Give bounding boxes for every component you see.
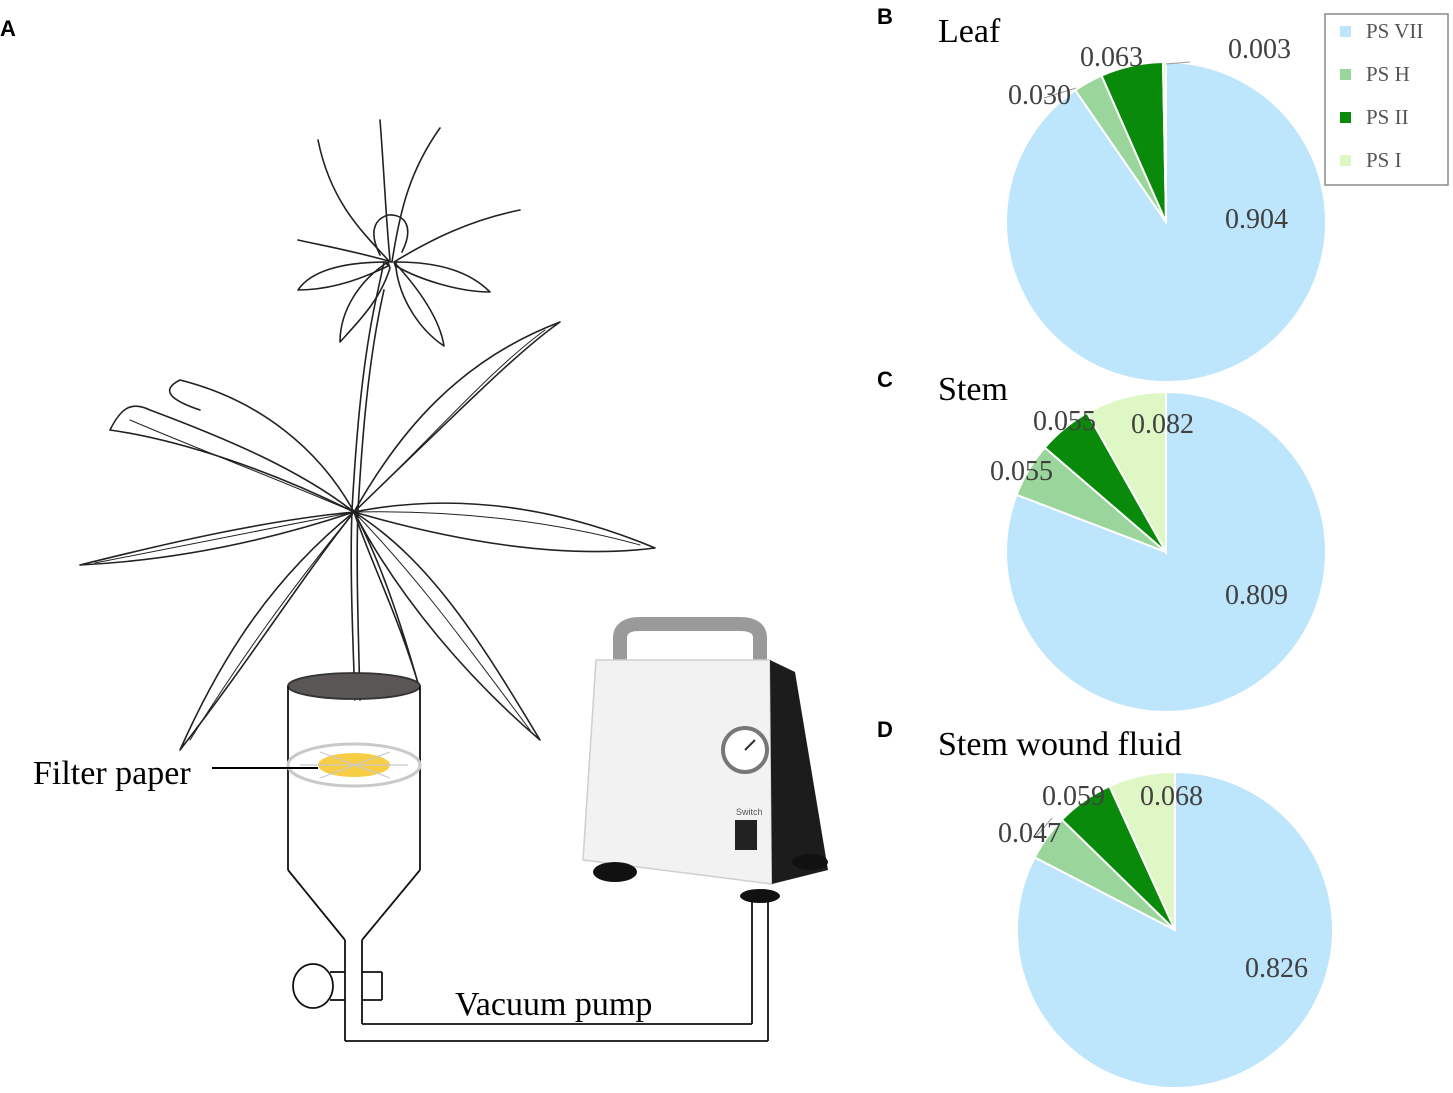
data-label: 0.055 xyxy=(990,456,1053,487)
legend-swatch xyxy=(1340,26,1351,37)
pie-title: Leaf xyxy=(938,13,1001,50)
data-label: 0.003 xyxy=(1228,34,1291,65)
filter-paper xyxy=(286,742,422,788)
pie-slice-ps-i xyxy=(1085,390,1167,556)
leader-line xyxy=(1043,87,1077,99)
legend-label: PS VII xyxy=(1366,19,1423,43)
plant-illustration xyxy=(79,119,656,751)
data-label: 0.082 xyxy=(1131,409,1194,440)
switch-text: Switch xyxy=(736,807,763,817)
legend-swatch xyxy=(1340,155,1351,166)
legend-swatch xyxy=(1340,112,1351,123)
data-label: 0.809 xyxy=(1225,580,1288,611)
data-label: 0.904 xyxy=(1225,204,1288,235)
data-label: 0.826 xyxy=(1245,953,1308,984)
data-label: 0.063 xyxy=(1080,42,1143,73)
filter-paper-label: Filter paper xyxy=(33,755,191,792)
legend-label: PS I xyxy=(1366,148,1402,172)
power-switch xyxy=(735,820,757,850)
panel-letter-d: D xyxy=(877,717,893,742)
pie-chart-leaf: Leaf 0.904 0.030 0.063 0.003 xyxy=(938,13,1328,383)
legend-label: PS II xyxy=(1366,105,1409,129)
panel-letter-c: C xyxy=(877,367,893,392)
pie-slice-ps-i xyxy=(1161,60,1167,223)
pie-title: Stem xyxy=(938,371,1008,408)
funnel-lid xyxy=(287,672,421,700)
legend-label: PS H xyxy=(1366,62,1410,86)
data-label: 0.055 xyxy=(1033,406,1096,437)
data-label: 0.059 xyxy=(1042,781,1105,812)
pie-chart-stem: Stem 0.809 0.055 0.055 0.082 xyxy=(938,371,1327,713)
pie-chart-stem-wound-fluid: Stem wound fluid 0.826 0.047 0.059 0.068 xyxy=(938,726,1334,1089)
pie-slice-ps-i xyxy=(1108,770,1176,931)
leader-line xyxy=(1034,817,1053,839)
data-label: 0.030 xyxy=(1008,80,1071,111)
legend-swatch xyxy=(1340,69,1351,80)
data-label: 0.068 xyxy=(1140,781,1203,812)
panel-letter-b: B xyxy=(877,4,893,29)
vacuum-pump-label: Vacuum pump xyxy=(455,986,652,1023)
leader-line xyxy=(1165,61,1191,65)
legend: PS VII PS H PS II PS I xyxy=(1324,13,1449,186)
filter-funnel xyxy=(287,672,769,1042)
vacuum-pump-device: Switch xyxy=(582,617,828,903)
panel-letter-a: A xyxy=(0,16,16,41)
pie-title: Stem wound fluid xyxy=(938,726,1182,763)
data-label: 0.047 xyxy=(998,818,1061,849)
